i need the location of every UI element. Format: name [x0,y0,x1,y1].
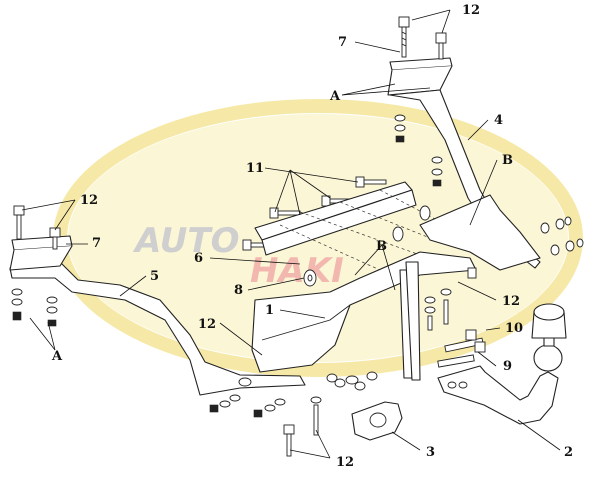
callout-A-left: A [51,349,63,364]
side-bar-5 [9,261,306,396]
callout-4: 4 [494,113,503,128]
socket-hole [369,412,387,428]
vertical-plate-right [405,261,421,381]
callout-1: 1 [265,303,274,318]
bolt-12-left-a [13,205,25,240]
neck-hole-2 [458,381,468,389]
callout-12-right: 12 [502,294,520,309]
washer-stack-top [394,114,443,187]
callout-11: 11 [246,161,264,176]
callout-8: 8 [234,283,243,298]
side-bracket-B-right [419,194,541,271]
pin-10 [444,329,484,353]
hardware-12-right [424,267,477,331]
callout-B-mid: B [376,239,387,254]
bolt-12-top-a [398,16,410,58]
cross-member-1-inner-line [261,304,351,341]
callout-3: 3 [426,445,435,460]
callout-12-left: 12 [80,193,98,208]
washer-stack-right-side [540,216,584,256]
tow-ball-neck-2 [437,365,559,425]
bracket-plate-7-top [387,57,453,96]
side-bar-4 [389,89,541,269]
callout-2: 2 [564,445,573,460]
tow-ball-cap [531,303,567,339]
callout-labels: 12 7 A 4 B 11 12 7 6 B 5 8 1 12 12 10 9 … [51,3,573,470]
callout-6: 6 [194,251,203,266]
washer-stack-middle [326,371,378,391]
neck-hole-1 [447,381,457,389]
callout-9: 9 [503,359,512,374]
watermark-text-haki: HAKI [250,251,344,291]
callout-A-top: A [329,89,341,104]
mounting-bracket-6-lower [261,189,417,256]
callout-10: 10 [505,321,523,336]
bolt-12-top-b [435,32,447,60]
pin-9 [437,341,486,368]
bolt-12-left-b [49,227,61,250]
callout-B-right: B [502,153,513,168]
leader-lines [21,9,561,459]
callout-5: 5 [150,269,159,284]
callout-12-top: 12 [462,3,480,18]
callout-7-left: 7 [92,236,101,251]
bottom-hardware [209,377,322,457]
washer-stack-left [11,288,58,327]
watermark-text-auto: AUTO [132,221,240,261]
callout-12-bottom: 12 [336,455,354,470]
callout-12-mid: 12 [198,317,216,332]
callout-7-top: 7 [338,35,347,50]
